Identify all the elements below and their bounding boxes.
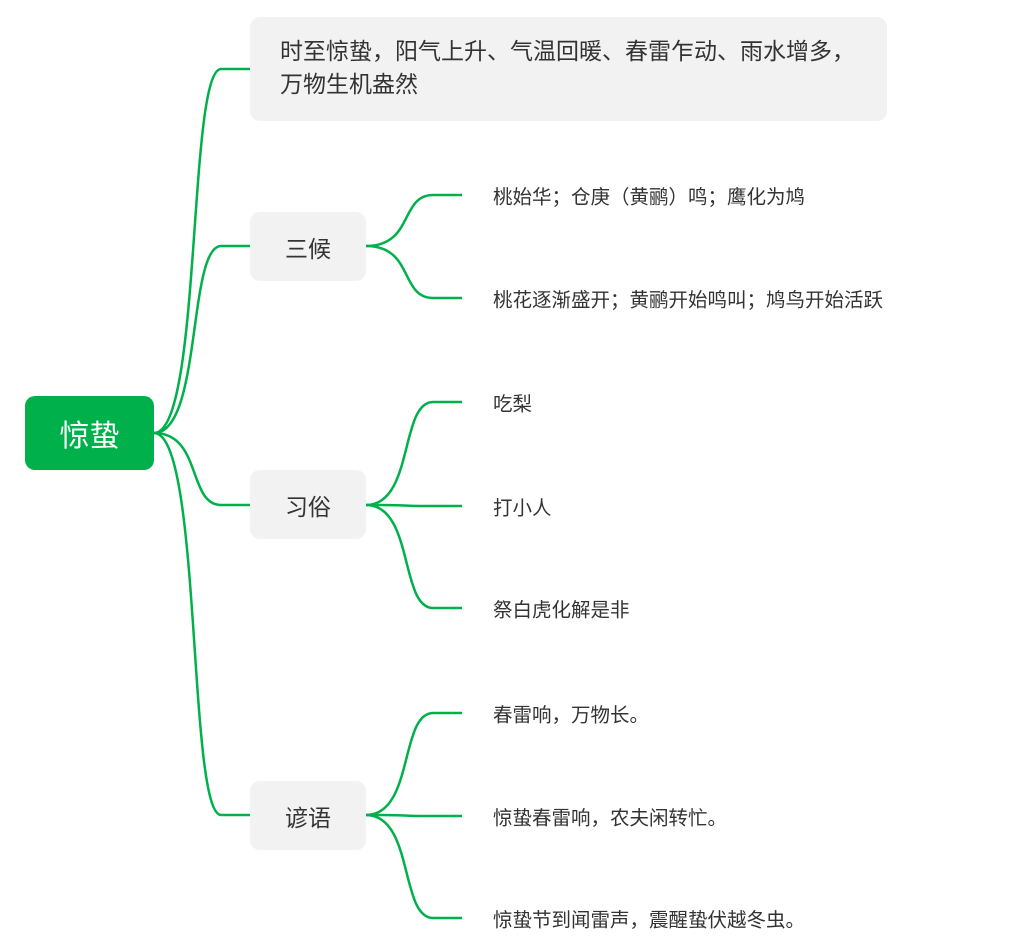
leaf-item[interactable]: 祭白虎化解是非 xyxy=(493,598,630,622)
leaf-connector xyxy=(365,711,462,817)
leaf-item[interactable]: 惊蛰节到闻雷声，震醒蛰伏越冬虫。 xyxy=(493,908,806,932)
leaf-connector xyxy=(365,503,462,610)
branch-sanhou[interactable]: 三候 xyxy=(250,212,366,281)
root-connector xyxy=(153,67,250,435)
leaf-connector xyxy=(365,813,462,818)
leaf-connector xyxy=(365,193,462,248)
leaf-item[interactable]: 惊蛰春雷响，农夫闲转忙。 xyxy=(493,806,728,830)
root-node[interactable]: 惊蛰 xyxy=(25,396,154,470)
leaf-item[interactable]: 打小人 xyxy=(493,496,552,520)
root-connector xyxy=(153,431,250,817)
leaf-connector xyxy=(365,503,462,508)
leaf-item[interactable]: 桃始华；仓庚（黄鹂）鸣；鹰化为鸠 xyxy=(493,185,806,209)
leaf-connector xyxy=(365,244,462,300)
summary-text: 时至惊蛰，阳气上升、气温回暖、春雷乍动、雨水增多，万物生机盎然 xyxy=(280,39,855,98)
branch-label: 习俗 xyxy=(285,494,331,521)
leaf-item[interactable]: 桃花逐渐盛开；黄鹂开始鸣叫；鸠鸟开始活跃 xyxy=(493,288,884,312)
root-label: 惊蛰 xyxy=(59,419,120,454)
root-connector xyxy=(153,431,250,507)
branch-yanyu[interactable]: 谚语 xyxy=(250,781,366,850)
leaf-connector xyxy=(365,813,462,920)
branch-xisu[interactable]: 习俗 xyxy=(250,470,366,539)
summary-node[interactable]: 时至惊蛰，阳气上升、气温回暖、春雷乍动、雨水增多，万物生机盎然 xyxy=(250,17,887,121)
leaf-item[interactable]: 春雷响，万物长。 xyxy=(493,703,650,727)
leaf-item[interactable]: 吃梨 xyxy=(493,392,533,416)
root-connector xyxy=(153,244,250,435)
branch-label: 三候 xyxy=(285,236,331,263)
leaf-connector xyxy=(365,400,462,507)
branch-label: 谚语 xyxy=(285,805,331,832)
